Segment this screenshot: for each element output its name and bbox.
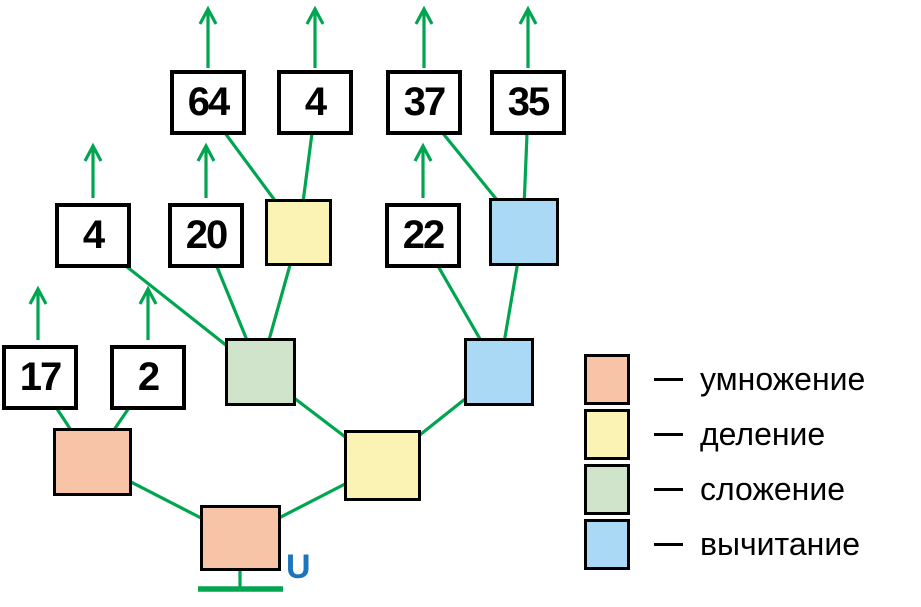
legend-label-multiplication: умножение <box>700 361 866 397</box>
value-box-37: 37 <box>386 70 462 135</box>
value-box-35: 35 <box>490 70 566 135</box>
output-arrows <box>28 5 538 340</box>
op-box-subtraction-top <box>489 198 559 266</box>
op-box-addition <box>225 338 296 406</box>
legend-dash <box>654 433 683 436</box>
legend-item-multiplication: умножение <box>584 354 865 405</box>
op-box-division-mid <box>344 430 421 501</box>
value-box-4-mid: 4 <box>55 203 131 268</box>
value-box-20: 20 <box>168 203 244 268</box>
value-box-2: 2 <box>110 345 186 410</box>
legend-swatch-division <box>584 409 630 460</box>
legend-swatch-multiplication <box>584 354 630 405</box>
input-variable-label: U <box>286 548 311 586</box>
legend-dash <box>654 378 683 381</box>
legend-label-subtraction: вычитание <box>700 526 860 562</box>
value-box-17: 17 <box>2 345 78 410</box>
legend-label-addition: сложение <box>700 471 846 507</box>
legend-swatch-addition <box>584 464 630 515</box>
value-box-64: 64 <box>170 70 246 135</box>
legend-label-division: деление <box>700 416 826 452</box>
legend-item-addition: сложение <box>584 464 865 515</box>
legend-item-division: деление <box>584 409 865 460</box>
value-box-22: 22 <box>385 203 461 268</box>
legend: умножение деление сложение вычитание <box>584 354 865 570</box>
legend-item-subtraction: вычитание <box>584 519 865 570</box>
legend-swatch-subtraction <box>584 519 630 570</box>
op-box-subtraction-mid <box>464 338 534 406</box>
op-box-multiplication-root <box>200 505 281 571</box>
legend-dash <box>654 488 683 491</box>
legend-dash <box>654 543 683 546</box>
value-box-4-top: 4 <box>277 70 353 135</box>
op-box-division-top <box>265 199 332 266</box>
op-box-multiplication-left <box>53 428 132 496</box>
